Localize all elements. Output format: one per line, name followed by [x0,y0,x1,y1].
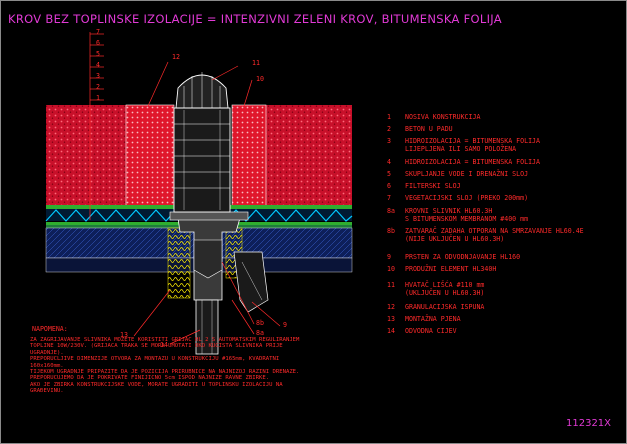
notes: ZA ZAGRIJAVANJE SLIVNIKA MOŽETE KORISTIT… [30,337,360,395]
granular-fill-left [125,104,175,208]
note-line: PREPORUČLJIVE DIMENZIJE OTVORA ZA MONTAŽ… [30,356,280,363]
layer-number-4: 4 [96,61,100,69]
layer-number-5: 5 [96,50,100,58]
callout-8a: 8a [256,329,264,337]
drawing-code: 112321X [566,418,612,429]
callout-8b: 8b [256,319,264,327]
layer-number-2: 2 [96,83,100,91]
note-line: ZA ZAGRIJAVANJE SLIVNIKA MOŽETE KORISTIT… [30,337,300,343]
note-line: TOPLINE 10W/230V. (GRIJAĆA TRAKA SE MORA… [30,343,283,350]
down-pipe [195,299,219,355]
note-line: AKO JE ZBIRKA KONSTRUKCIJSKE VODE, MORAT… [30,381,283,388]
note-line: PREPORUČUJEMO DA JE POKRIVATE FINIJIČNO … [30,375,270,382]
granular-fill-right [231,104,267,208]
callout-12: 12 [172,53,180,61]
note-line: 160x160mm. [30,362,64,369]
odour-trap [193,239,223,279]
note-line: GRAĐEVINU. [30,388,64,395]
layer-number-3: 3 [96,72,100,80]
mounting-foam-left [167,227,191,299]
layer-number-1: 1 [96,94,100,102]
drainage-ring [169,211,249,221]
extension-ribs [174,123,230,189]
note-line: TIJEKOM UGRADNJE PRIPAZITE DA JE POZICIJ… [30,369,300,376]
callout-leaders [133,61,281,345]
note-line: UGRADNJE). [30,349,64,356]
layer-number-6: 6 [96,39,100,47]
callout-13: 13 [120,331,128,339]
extension-element [173,107,231,213]
side-outlet [233,251,269,313]
callout-11: 11 [252,59,260,67]
callout-10: 10 [256,75,264,83]
callout-9: 9 [283,321,287,329]
vegetation-layer-right [264,105,352,207]
layer-number-7: 7 [96,28,100,36]
callout-14: 14 [160,341,168,349]
layer-number-ladder [89,32,104,220]
notes-heading: NAPOMENA: [32,325,68,333]
drawing-title: KROV BEZ TOPLINSKE IZOLACIJE = INTENZIVN… [8,12,502,26]
